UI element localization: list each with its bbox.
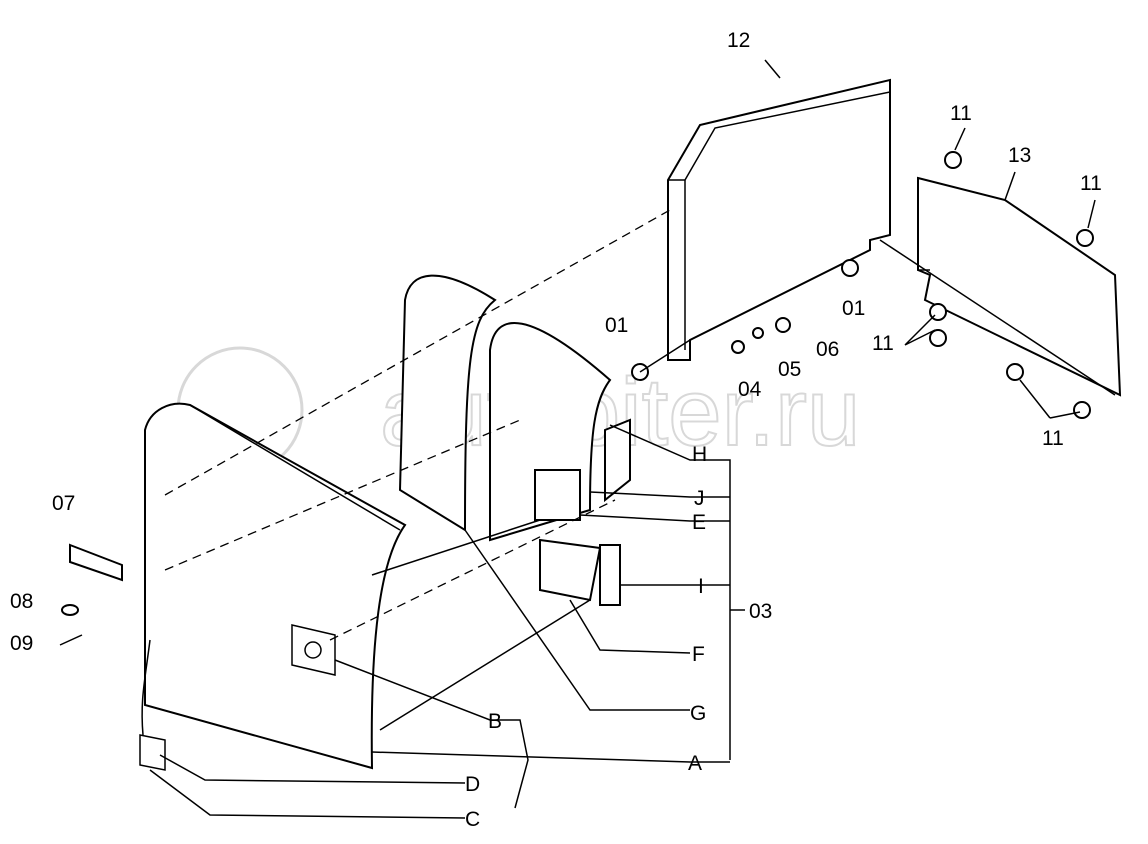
- leader-lines: [149, 59, 1096, 819]
- label-05: 05: [778, 358, 801, 381]
- main-door-panel: [59, 402, 407, 771]
- label-04: 04: [738, 378, 762, 401]
- label-11: 11: [872, 332, 894, 355]
- label-A: A: [688, 752, 702, 775]
- label-12: 12: [727, 29, 750, 52]
- part-13-panel: [917, 176, 1122, 397]
- label-D: D: [465, 773, 480, 796]
- part-12-frame: [667, 78, 891, 361]
- label-01: 01: [605, 314, 628, 337]
- label-09: 09: [10, 632, 33, 655]
- callout-labels: 12 11 13 11 01 01 11 06 05 04 11 H J E I…: [10, 29, 1102, 831]
- side-covers: [398, 274, 631, 606]
- label-G: G: [690, 702, 706, 725]
- label-11: 11: [950, 102, 972, 125]
- label-B: B: [488, 710, 502, 733]
- label-I: I: [698, 575, 704, 598]
- label-13: 13: [1008, 144, 1031, 167]
- label-01: 01: [842, 297, 865, 320]
- label-H: H: [692, 443, 707, 466]
- label-J: J: [694, 487, 705, 510]
- label-07: 07: [52, 492, 75, 515]
- label-11: 11: [1080, 172, 1102, 195]
- assembly-lines: [164, 209, 1116, 731]
- label-11: 11: [1042, 427, 1064, 450]
- label-08: 08: [10, 590, 33, 613]
- label-C: C: [465, 808, 480, 831]
- label-06: 06: [816, 338, 839, 361]
- label-03: 03: [749, 600, 772, 623]
- label-F: F: [692, 643, 705, 666]
- label-E: E: [692, 511, 706, 534]
